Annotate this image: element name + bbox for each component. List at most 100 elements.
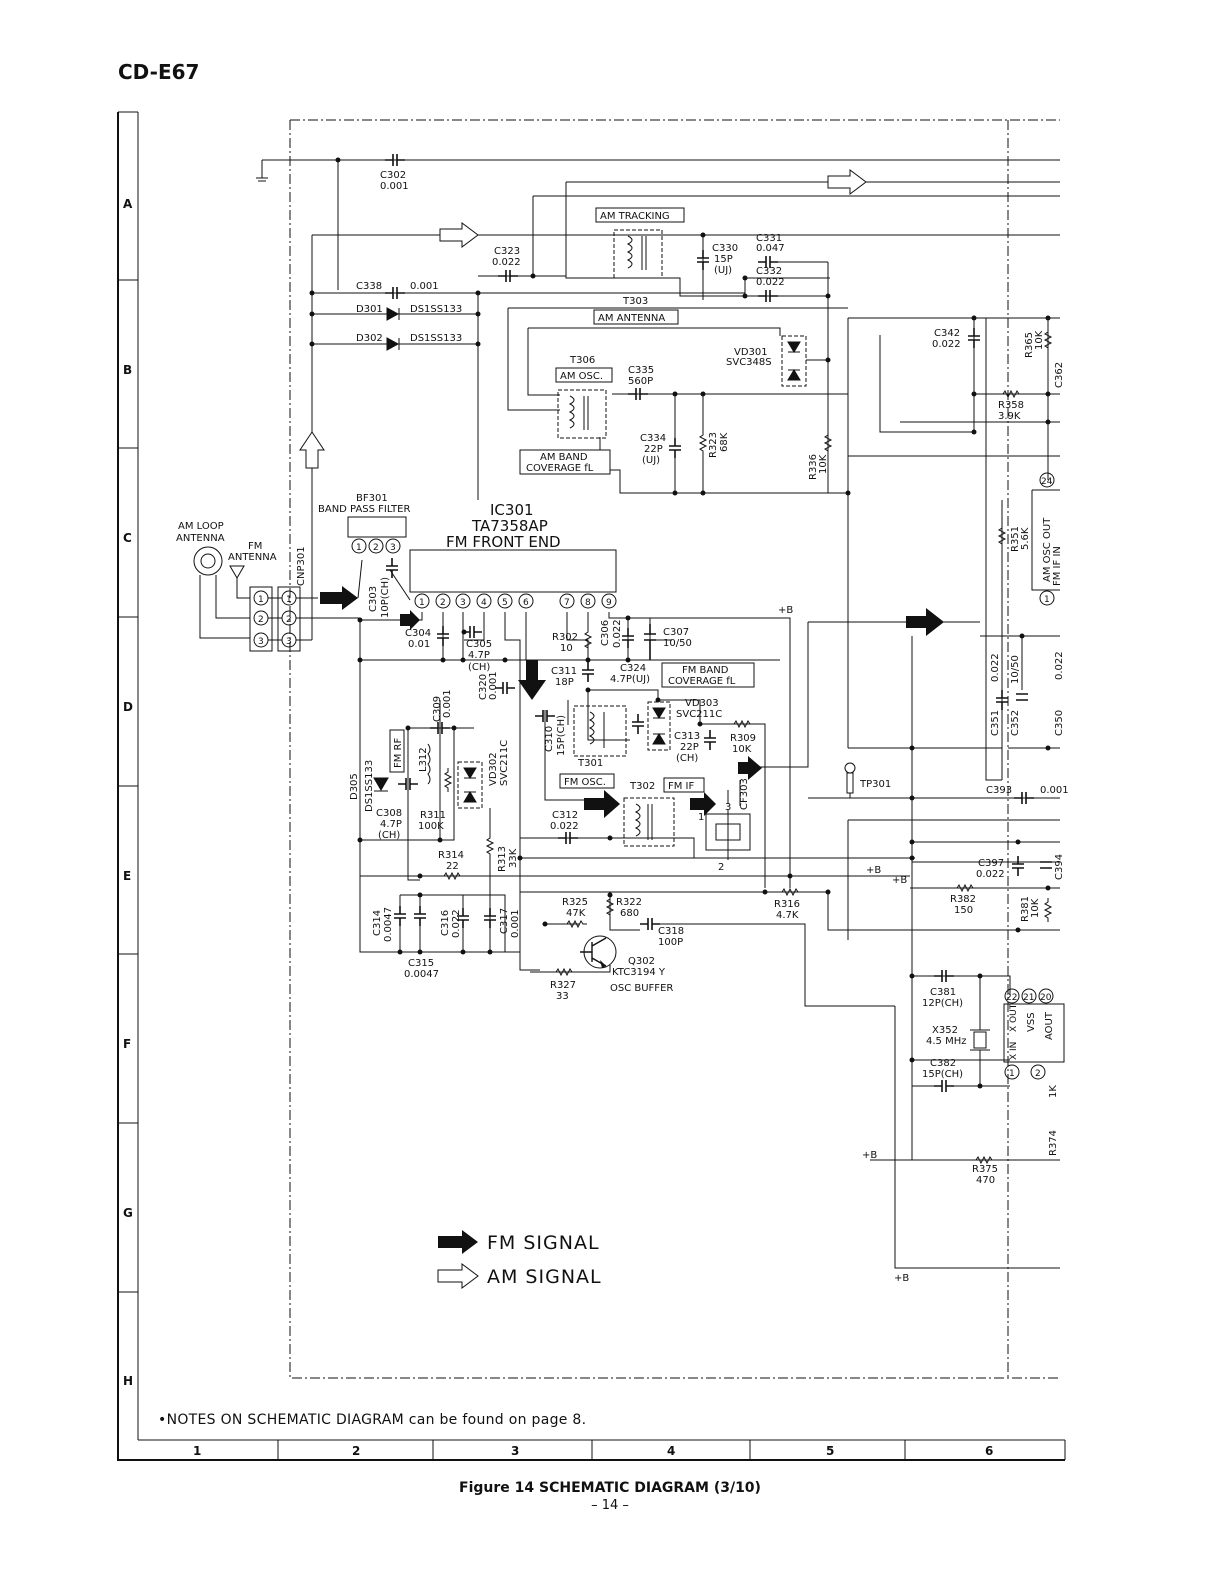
svg-text:R381: R381 (1020, 896, 1031, 922)
am-antenna-label: AM ANTENNA (593, 309, 679, 325)
svg-text:ANTENNA: ANTENNA (176, 533, 225, 544)
c342-capacitor: C342 0.022 (932, 327, 981, 350)
svg-text:C304: C304 (405, 628, 431, 639)
svg-text:R336: R336 (808, 454, 819, 480)
notes-text: NOTES ON SCHEMATIC DIAGRAM can be found … (166, 1412, 587, 1428)
fm-antenna: FM ANTENNA (228, 541, 277, 599)
svg-text:5.6K: 5.6K (1020, 527, 1031, 550)
c308-capacitor: C308 4.7P (CH) (376, 777, 419, 841)
c330-capacitor: C330 15P (UJ) (696, 243, 738, 276)
svg-text:DS1SS133: DS1SS133 (364, 760, 375, 812)
am-band-coverage-label: AM BAND COVERAGE fL (519, 449, 611, 475)
svg-text:C397: C397 (978, 858, 1004, 869)
svg-text:C331: C331 (756, 233, 782, 244)
svg-text:FM BAND: FM BAND (682, 665, 729, 676)
svg-text:T302: T302 (629, 781, 655, 792)
svg-text:22: 22 (446, 861, 459, 872)
svg-text:3.9K: 3.9K (998, 411, 1021, 422)
svg-text:1: 1 (258, 595, 264, 605)
c313-capacitor: C313 22P (CH) (674, 729, 717, 764)
plus-b-label-3: +B (892, 875, 907, 886)
r309-resistor: R309 10K (729, 720, 756, 755)
figure-caption: Figure 14 SCHEMATIC DIAGRAM (3/10) (459, 1480, 761, 1496)
svg-text:2: 2 (286, 615, 292, 625)
svg-text:BAND PASS FILTER: BAND PASS FILTER (318, 504, 410, 515)
svg-text:C308: C308 (376, 808, 402, 819)
svg-text:C362: C362 (1054, 362, 1065, 388)
fm-signal-arrow-out (738, 756, 762, 780)
svg-text:0.022: 0.022 (612, 619, 623, 648)
c350-capacitor: C350 0.022 (1054, 651, 1065, 736)
r358-resistor: R358 3.9K (998, 390, 1024, 422)
svg-text:AM ANTENNA: AM ANTENNA (598, 313, 665, 324)
svg-text:R382: R382 (950, 894, 976, 905)
column-labels: 1 2 3 4 5 6 (193, 1444, 993, 1458)
svg-text:C317: C317 (499, 908, 510, 934)
svg-text:4.7P: 4.7P (468, 650, 490, 661)
svg-text:C350: C350 (1054, 710, 1065, 736)
row-label-f: F (123, 1037, 131, 1051)
c352-capacitor: C352 10/50 (1010, 655, 1028, 736)
svg-text:AOUT: AOUT (1044, 1011, 1055, 1040)
svg-text:C338: C338 (356, 281, 382, 292)
c393-capacitor: C393 0.001 (986, 785, 1069, 805)
svg-text:20: 20 (1040, 993, 1052, 1003)
svg-text:T303: T303 (622, 296, 648, 307)
svg-text:Q302: Q302 (628, 956, 655, 967)
model-title: CD-E67 (118, 60, 200, 84)
svg-text:18P: 18P (555, 677, 574, 688)
svg-text:1: 1 (698, 812, 704, 823)
r311-resistor: R311 100K (418, 767, 452, 832)
frame (117, 111, 1066, 1461)
svg-text:(CH): (CH) (378, 830, 400, 841)
fm-band-coverage-label: FM BAND COVERAGE fL (661, 662, 755, 688)
svg-text:(UJ): (UJ) (714, 265, 732, 276)
tuner-pack-outline (289, 119, 1060, 1379)
svg-text:33K: 33K (508, 848, 519, 868)
row-label-a: A (123, 197, 133, 211)
c394-capacitor: C394 (1040, 854, 1065, 880)
svg-text:R351: R351 (1010, 526, 1021, 552)
col-label-4: 4 (667, 1444, 675, 1458)
r381-resistor: R381 10K (1020, 896, 1052, 923)
row-label-c: C (123, 531, 132, 545)
svg-text:FM IF: FM IF (668, 781, 695, 792)
c309-capacitor: C309 0.001 (429, 689, 453, 735)
c324-cap-symbol (631, 713, 645, 735)
svg-text:470: 470 (976, 1175, 995, 1186)
notes-bullet: • (158, 1412, 167, 1428)
svg-text:FM OSC.: FM OSC. (564, 777, 606, 788)
svg-text:2: 2 (373, 543, 379, 553)
svg-text:T301: T301 (577, 758, 603, 769)
row-label-e: E (123, 869, 131, 883)
row-label-h: H (123, 1374, 133, 1388)
r327-resistor: R327 33 (550, 968, 577, 1002)
fm-signal-arrow-cf (690, 792, 716, 816)
c320-capacitor: C320 0.001 (478, 671, 516, 700)
c317-capacitor: C317 0.001 (483, 907, 521, 938)
antenna-connector-left: 1 2 3 (249, 586, 273, 652)
t306-am-osc: T306 AM OSC. (555, 355, 613, 439)
svg-text:6: 6 (523, 598, 529, 608)
c351-capacitor: C351 0.022 (990, 653, 1009, 736)
fm-signal-legend-arrow (438, 1230, 478, 1254)
svg-text:15P(CH): 15P(CH) (922, 1069, 963, 1080)
c324-capacitor: C324 4.7P(UJ) (610, 663, 650, 685)
svg-text:AM LOOP: AM LOOP (178, 521, 224, 532)
svg-text:0.001: 0.001 (510, 909, 521, 938)
svg-text:FM IF IN: FM IF IN (1052, 546, 1063, 586)
r314-resistor: R314 22 (438, 850, 465, 880)
fm-signal-legend-label: FM SIGNAL (487, 1232, 600, 1254)
svg-text:TA7358AP: TA7358AP (471, 517, 548, 535)
svg-text:0.001: 0.001 (488, 671, 499, 700)
plus-b-label-1: +B (778, 605, 793, 616)
svg-text:COVERAGE fL: COVERAGE fL (526, 463, 594, 474)
svg-text:24: 24 (1041, 477, 1053, 487)
svg-text:R375: R375 (972, 1164, 998, 1175)
svg-text:CF303: CF303 (739, 778, 750, 810)
am-signal-arrow-up (299, 431, 325, 469)
svg-text:10K: 10K (818, 454, 829, 474)
plus-b-label-5: +B (894, 1273, 909, 1284)
svg-text:AM BAND: AM BAND (540, 452, 588, 463)
